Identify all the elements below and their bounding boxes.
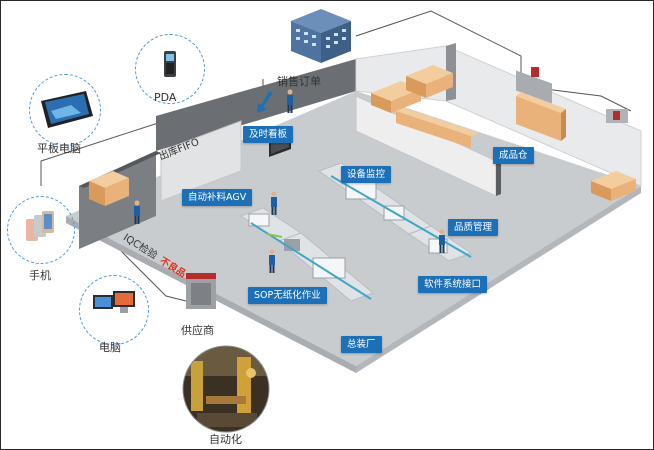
tag-finished-goods: 成品仓	[493, 147, 534, 164]
tag-agv: 自动补料AGV	[182, 189, 253, 206]
pda-circle	[135, 34, 205, 104]
tag-software-api: 软件系统接口	[418, 276, 488, 293]
outer-connector-line	[40, 79, 264, 186]
cartons-back	[371, 65, 453, 113]
supplier-label: 供应商	[181, 324, 214, 337]
floor-edge-right	[356, 186, 641, 373]
computer-label: 电脑	[99, 341, 121, 354]
tag-quality: 品质管理	[448, 219, 499, 236]
cartons-finished-goods	[591, 171, 636, 201]
worker-figure	[287, 89, 293, 113]
tablet-label: 平板电脑	[37, 142, 81, 155]
pda-label: PDA	[154, 91, 177, 104]
roller-doors	[516, 67, 628, 123]
back-wall-left-dark	[156, 59, 356, 151]
supplier-machine	[186, 273, 216, 309]
automation-label: 自动化	[209, 433, 242, 446]
phone-label: 手机	[29, 269, 51, 282]
office-building	[291, 9, 351, 63]
partition-wall-edge	[496, 159, 501, 196]
partition-wall-left	[160, 120, 242, 202]
tablet-circle	[29, 74, 101, 146]
worker-figure	[134, 200, 140, 224]
worker-figure	[269, 249, 275, 273]
worker-figure	[439, 229, 445, 253]
tag-sop: SOP无纸化作业	[248, 287, 327, 304]
sales-order-label: 销售订单	[277, 75, 321, 88]
tag-kanban: 及时看板	[243, 126, 294, 143]
order-arrow-icon	[257, 91, 273, 113]
tag-assembly: 总装厂	[341, 336, 382, 353]
tag-monitor: 设备监控	[341, 166, 392, 183]
cartons-storage	[89, 171, 129, 206]
carton-shelves	[396, 92, 566, 148]
computer-circle	[79, 275, 149, 345]
worker-figure	[271, 191, 277, 215]
phone-circle	[7, 196, 75, 264]
